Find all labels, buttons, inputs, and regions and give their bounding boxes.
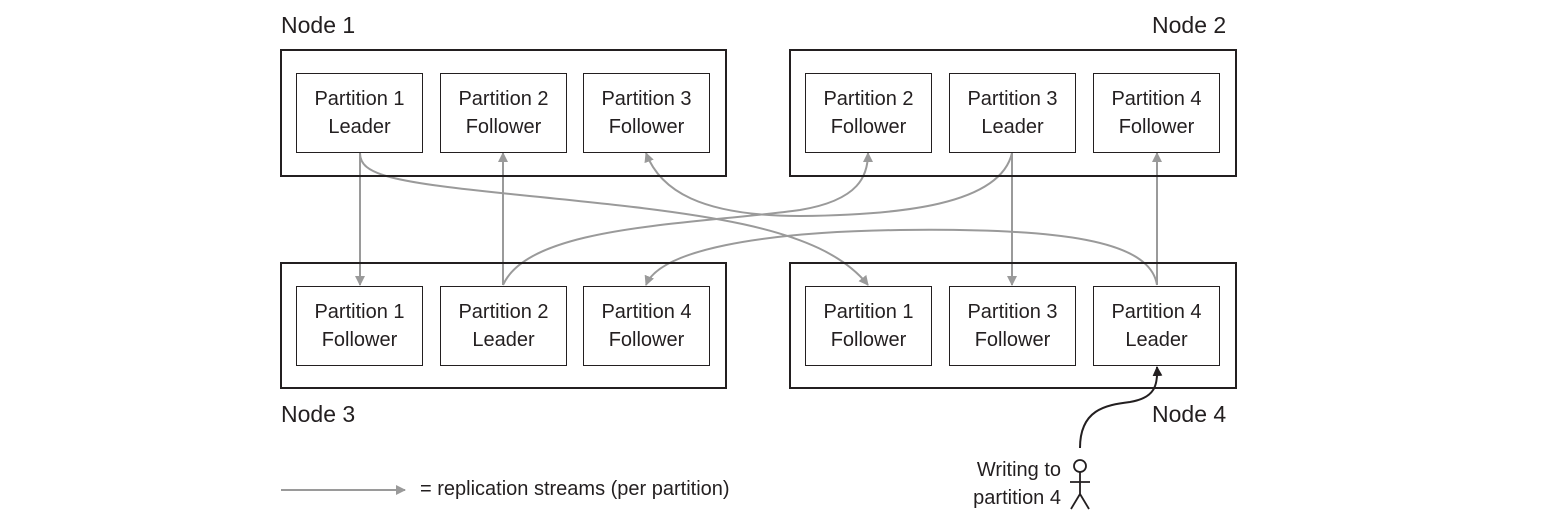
node-2-partition-4: Partition 4 Follower [1093,73,1220,153]
node-1-partition-2: Partition 2 Follower [440,73,567,153]
node-2-partition-2: Partition 2 Follower [805,73,932,153]
partition-name: Partition 2 [823,88,914,110]
node-1-partition-1: Partition 1 Leader [296,73,423,153]
partition-name: Partition 4 [1111,301,1202,323]
node-2-label: Node 2 [1152,12,1227,38]
partition-role: Follower [1118,116,1195,138]
partition-name: Partition 4 [601,301,692,323]
node-4-partition-3: Partition 3 Follower [949,286,1076,366]
node-4-box [789,262,1237,389]
node-4-label: Node 4 [1152,401,1227,427]
partition-role: Follower [830,116,907,138]
partition-role: Follower [465,116,542,138]
stream-p2-node3-to-node2 [502,152,873,286]
partition-role: Leader [1125,329,1188,351]
partition-role: Follower [608,116,685,138]
partition-role: Leader [981,116,1044,138]
writer-label: Writing to partition 4 [945,456,1061,512]
partition-name: Partition 4 [1111,88,1202,110]
node-1-box [280,49,727,177]
partition-name: Partition 1 [314,88,405,110]
partition-role: Follower [321,329,398,351]
partition-role: Follower [974,329,1051,351]
partition-name: Partition 3 [967,301,1058,323]
writer-label-line1: Writing to [976,459,1061,481]
partition-role: Follower [830,329,907,351]
node-2-box [789,49,1237,177]
node-3-partition-4: Partition 4 Follower [583,286,710,366]
partition-role: Leader [472,329,535,351]
node-2-partition-3: Partition 3 Leader [949,73,1076,153]
legend-label: = replication streams (per partition) [420,478,730,500]
node-1-partition-3: Partition 3 Follower [583,73,710,153]
node-4-partition-4: Partition 4 Leader [1093,286,1220,366]
node-3-partition-1: Partition 1 Follower [296,286,423,366]
node-3-box [280,262,727,389]
partition-role: Leader [328,116,391,138]
stream-p3-node2-to-node1 [644,152,1013,218]
node-3-label: Node 3 [281,401,356,427]
node-1-label: Node 1 [281,12,356,38]
stream-p1-node1-to-node4 [359,152,869,286]
node-3-partition-2: Partition 2 Leader [440,286,567,366]
partition-role: Follower [608,329,685,351]
write-request-arrow [1079,366,1163,449]
partition-name: Partition 3 [967,88,1058,110]
node-4-partition-1: Partition 1 Follower [805,286,932,366]
stick-figure-icon [1070,459,1090,510]
writer-label-line2: partition 4 [973,487,1061,509]
partition-name: Partition 1 [314,301,405,323]
partition-name: Partition 2 [458,88,549,110]
partition-name: Partition 3 [601,88,692,110]
stream-p4-node4-to-node3 [644,228,1158,286]
partition-name: Partition 2 [458,301,549,323]
partition-name: Partition 1 [823,301,914,323]
